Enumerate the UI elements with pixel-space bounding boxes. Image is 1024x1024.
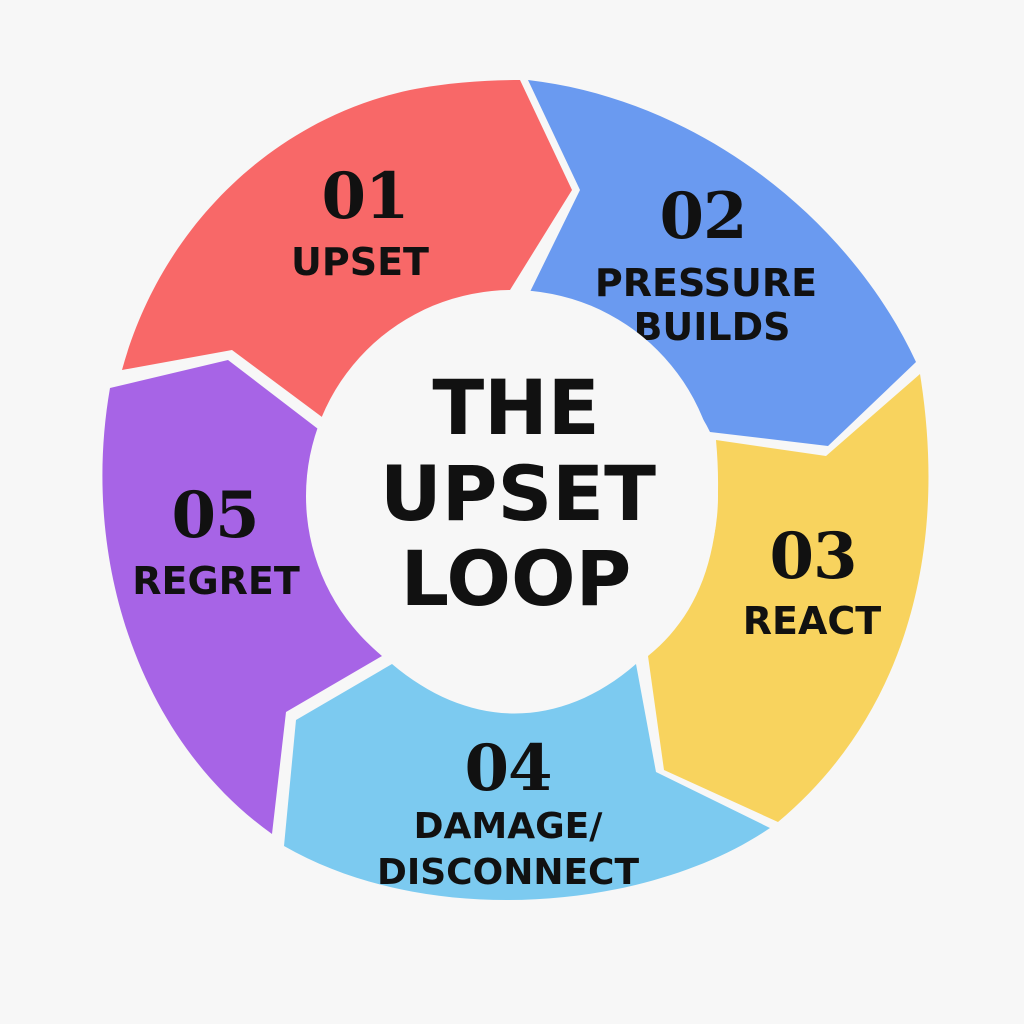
segment-02-pressure-builds: 02 PRESSURE BUILDS [528,80,916,446]
segment-01-shape [122,80,572,420]
step-02-label-line-1: PRESSURE [595,261,817,305]
segment-04-shape [284,664,770,901]
step-02-label-line-2: BUILDS [633,305,790,349]
segment-04-damage-disconnect: 04 DAMAGE/ DISCONNECT [284,664,770,901]
step-03-label-line-1: REACT [743,599,882,643]
step-01-number: 01 [321,159,408,234]
center-title-line-3: LOOP [401,534,632,623]
step-01-label-line-1: UPSET [291,240,429,284]
segment-02-shape [528,80,916,446]
step-04-label-line-2: DISCONNECT [377,852,639,893]
step-03-number: 03 [769,519,856,594]
center-circle [306,290,718,702]
step-04-number: 04 [464,731,551,806]
segment-03-react: 03 REACT [648,374,929,822]
step-05-label-line-1: REGRET [132,559,300,603]
center-title-line-1: THE [432,363,599,452]
step-05-number: 05 [171,478,258,553]
segment-01-upset: 01 UPSET [122,80,572,420]
segment-03-shape [648,374,929,822]
center-title-line-2: UPSET [380,449,656,538]
step-02-number: 02 [659,179,746,254]
step-04-label-line-1: DAMAGE/ [414,806,604,847]
